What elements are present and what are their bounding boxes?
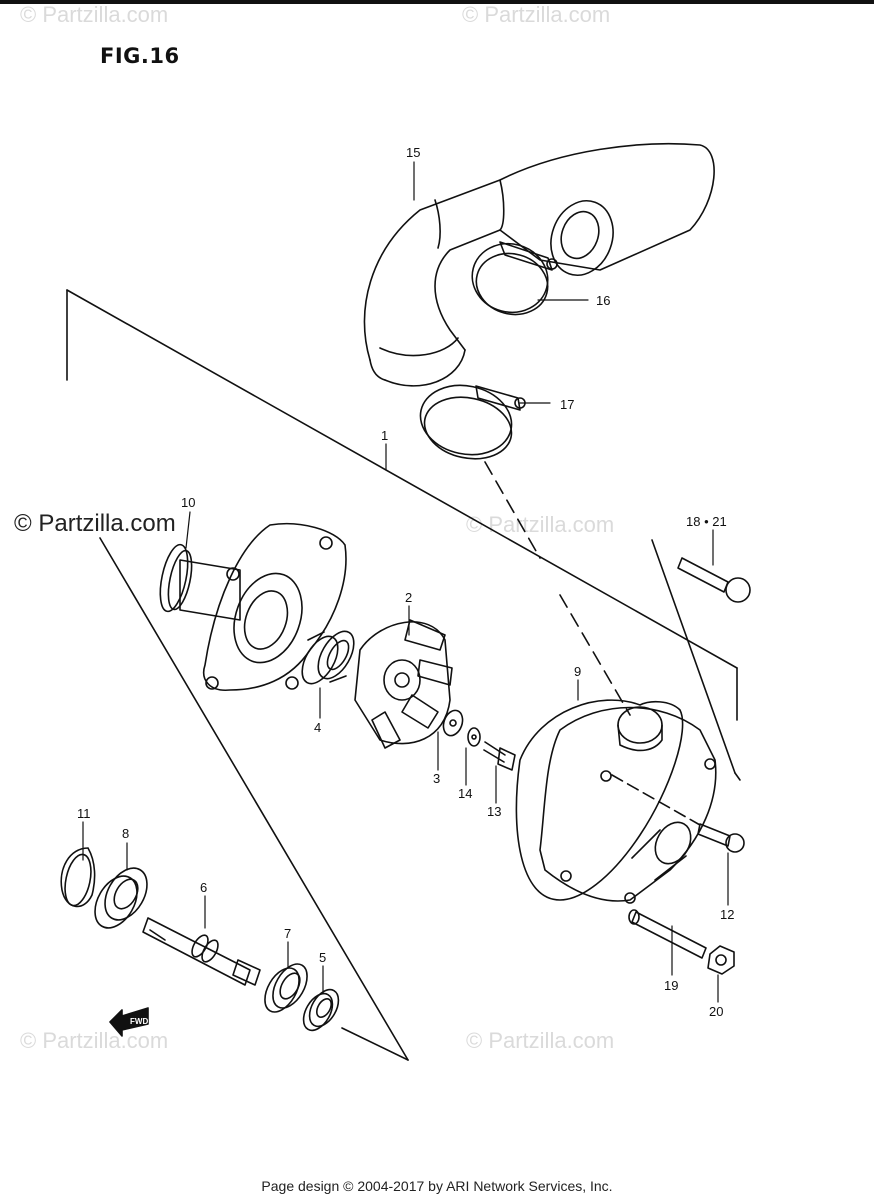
callout-20: 20 xyxy=(709,1004,723,1019)
washer-14 xyxy=(467,727,481,747)
callout-7: 7 xyxy=(284,926,291,941)
fwd-arrow-icon xyxy=(109,1007,149,1037)
callout-10: 10 xyxy=(181,495,195,510)
screw-18-21 xyxy=(677,557,751,603)
shaft-6 xyxy=(142,917,261,986)
callout-13: 13 xyxy=(487,804,501,819)
assembly-bracket xyxy=(66,289,741,1061)
seal-5 xyxy=(302,988,340,1032)
watermark-main: © Partzilla.com xyxy=(14,510,176,537)
bearing-8 xyxy=(94,867,148,929)
bearing-7 xyxy=(264,963,308,1013)
pump-body xyxy=(179,522,347,691)
hose-15 xyxy=(363,143,715,387)
screw-12 xyxy=(697,823,745,853)
callout-17: 17 xyxy=(560,397,574,412)
bolt-19 xyxy=(628,909,707,959)
callout-19: 19 xyxy=(664,978,678,993)
callout-2: 2 xyxy=(405,590,412,605)
callout-4: 4 xyxy=(314,720,321,735)
leader-lines xyxy=(82,161,729,1003)
callout-12: 12 xyxy=(720,907,734,922)
callout-9: 9 xyxy=(574,664,581,679)
callout-8: 8 xyxy=(122,826,129,841)
pump-cover xyxy=(539,706,717,904)
callout-11: 11 xyxy=(77,806,91,821)
callout-14: 14 xyxy=(458,786,472,801)
watermark-top-left: © Partzilla.com xyxy=(20,2,169,27)
callout-5: 5 xyxy=(319,950,326,965)
nut-20 xyxy=(707,945,735,975)
page-footer: Page design © 2004-2017 by ARI Network S… xyxy=(261,1178,613,1194)
figure-title: FIG.16 xyxy=(100,44,180,68)
watermark-mid-right: © Partzilla.com xyxy=(466,512,615,537)
watermark-top-right: © Partzilla.com xyxy=(462,2,611,27)
washer-3 xyxy=(442,709,464,737)
clamp-16 xyxy=(471,241,558,316)
top-border xyxy=(0,0,874,4)
clamp-17 xyxy=(419,384,526,460)
fwd-label: FWD xyxy=(130,1017,148,1026)
callout-18-21: 18 • 21 xyxy=(686,514,727,529)
callout-16: 16 xyxy=(596,293,610,308)
bolt-13 xyxy=(483,741,516,771)
seal-4 xyxy=(301,630,355,685)
gasket-9 xyxy=(515,699,684,901)
callout-1: 1 xyxy=(381,428,388,443)
callout-3: 3 xyxy=(433,771,440,786)
oring-10 xyxy=(159,543,193,613)
snap-ring-11 xyxy=(60,847,96,908)
watermark-bottom-left: © Partzilla.com xyxy=(20,1028,169,1053)
callout-15: 15 xyxy=(406,145,420,160)
watermark-bottom-right: © Partzilla.com xyxy=(466,1028,615,1053)
impeller-2 xyxy=(354,619,453,749)
callout-6: 6 xyxy=(200,880,207,895)
